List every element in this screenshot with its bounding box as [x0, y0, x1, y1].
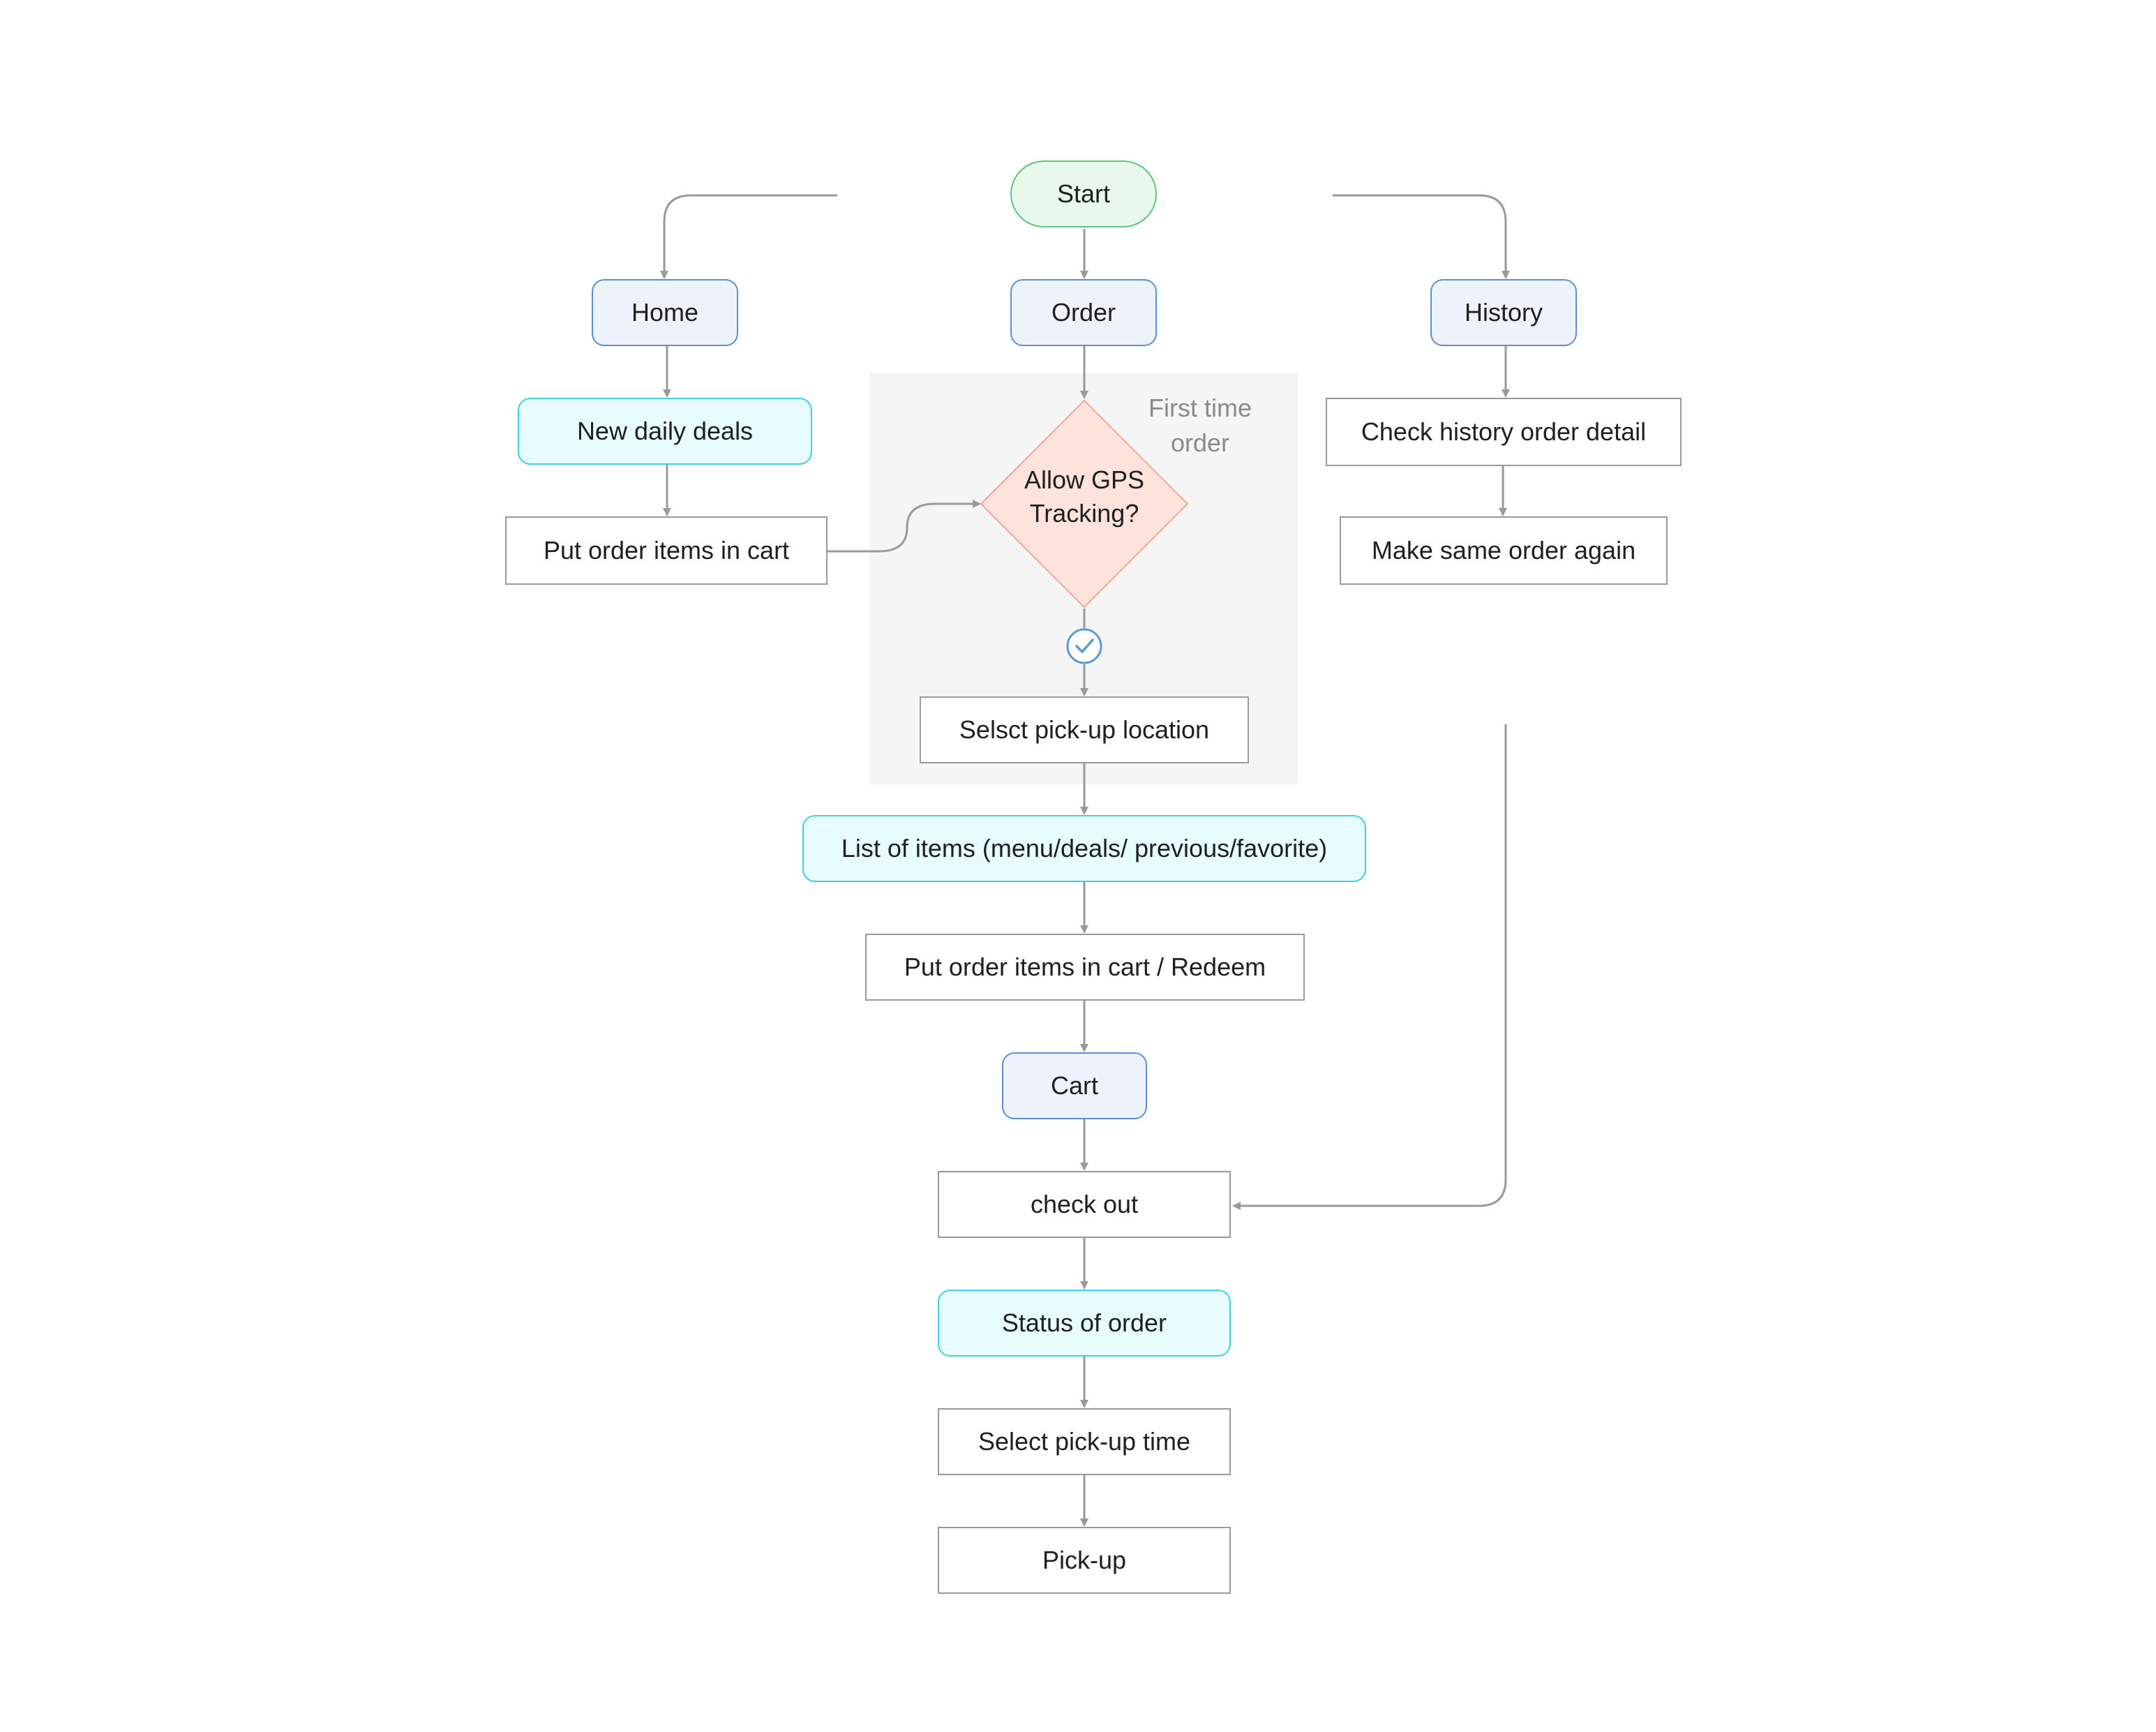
allow-gps-label: Allow GPS Tracking?	[1024, 465, 1145, 528]
check-mark-icon	[1075, 639, 1094, 653]
connector-same-checkout	[1232, 724, 1507, 1210]
check-history-node: Check history order detail	[1326, 398, 1682, 466]
put-in-cart-home-node: Put order items in cart	[505, 516, 828, 585]
connector-cart-gps	[828, 500, 981, 553]
connector-start-home	[660, 194, 837, 279]
cart-label: Cart	[1050, 1071, 1098, 1100]
start-node: Start	[1010, 160, 1157, 227]
new-daily-deals-node: New daily deals	[518, 398, 812, 465]
decision-diamond	[980, 399, 1189, 609]
home-node: Home	[592, 279, 738, 346]
list-of-items-node: List of items (menu/deals/ previous/favo…	[802, 815, 1366, 882]
pickup-node: Pick-up	[938, 1527, 1231, 1594]
check-badge-icon	[1066, 628, 1102, 664]
select-pickup-time-node: Select pick-up time	[938, 1408, 1231, 1475]
check-out-node: check out	[938, 1171, 1231, 1238]
connector-start-history	[1333, 194, 1510, 279]
same-order-node: Make same order again	[1340, 516, 1668, 585]
status-of-order-node: Status of order	[938, 1290, 1231, 1357]
select-location-node: Selsct pick-up location	[920, 696, 1249, 763]
group-label: First time order	[1148, 394, 1252, 457]
order-node: Order	[1010, 279, 1157, 346]
history-node: History	[1430, 279, 1577, 346]
put-in-cart-redeem-node: Put order items in cart / Redeem	[865, 934, 1305, 1001]
cart-node	[1002, 1052, 1147, 1119]
